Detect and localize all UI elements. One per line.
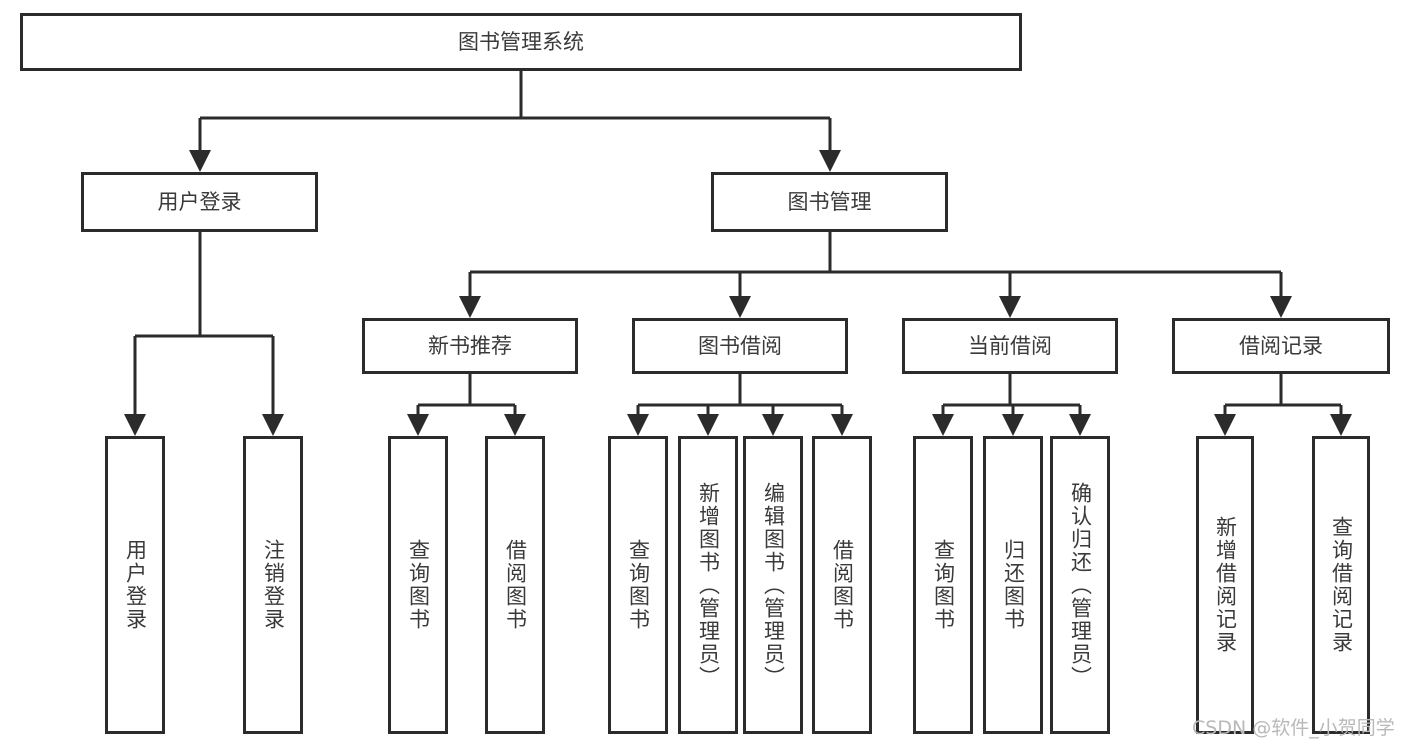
arrow-head-icon bbox=[1214, 414, 1236, 436]
connector-layer bbox=[124, 71, 1352, 436]
arrow-head-icon bbox=[762, 414, 784, 436]
node-box-borrow-borrow-book[interactable] bbox=[812, 436, 872, 734]
connector-book-manage-to-children bbox=[459, 232, 1292, 318]
node-box-record-add[interactable] bbox=[1196, 436, 1254, 734]
node-box-user-login-do[interactable] bbox=[105, 436, 165, 734]
arrow-head-icon bbox=[627, 414, 649, 436]
node-box-record-query[interactable] bbox=[1312, 436, 1370, 734]
arrow-head-icon bbox=[831, 414, 853, 436]
node-label-current-borrow: 当前借阅 bbox=[968, 334, 1052, 358]
arrow-head-icon bbox=[124, 414, 146, 436]
node-box-recommend-borrow-book[interactable] bbox=[485, 436, 545, 734]
node-box-layer bbox=[20, 13, 1390, 734]
node-box-current-query-book[interactable] bbox=[913, 436, 973, 734]
node-box-root[interactable] bbox=[20, 13, 1022, 71]
node-box-current-borrow[interactable] bbox=[902, 318, 1118, 374]
node-box-user-logout[interactable] bbox=[243, 436, 303, 734]
node-label-new-book-recommend: 新书推荐 bbox=[428, 334, 512, 358]
connector-current-to-children bbox=[932, 374, 1091, 436]
arrow-head-icon bbox=[697, 414, 719, 436]
node-label-user-login: 用户登录 bbox=[158, 190, 242, 214]
watermark-text: CSDN @软件_小贺同学 bbox=[1192, 717, 1395, 739]
node-box-borrow-edit-book[interactable] bbox=[743, 436, 803, 734]
arrow-head-icon bbox=[1069, 414, 1091, 436]
node-box-current-return-book[interactable] bbox=[983, 436, 1043, 734]
connector-borrow-to-children bbox=[627, 374, 853, 436]
arrow-head-icon bbox=[819, 150, 841, 172]
node-box-book-manage[interactable] bbox=[711, 172, 948, 232]
arrow-head-icon bbox=[1270, 296, 1292, 318]
arrow-head-icon bbox=[1002, 414, 1024, 436]
arrow-head-icon bbox=[189, 150, 211, 172]
connector-record-to-children bbox=[1214, 374, 1352, 436]
node-box-user-login[interactable] bbox=[81, 172, 318, 232]
node-box-recommend-query-book[interactable] bbox=[388, 436, 448, 734]
node-box-borrow-add-book[interactable] bbox=[678, 436, 738, 734]
node-box-borrow-query-book[interactable] bbox=[608, 436, 668, 734]
node-label-borrow-record: 借阅记录 bbox=[1239, 334, 1323, 358]
node-box-borrow-record[interactable] bbox=[1172, 318, 1390, 374]
node-box-book-borrow[interactable] bbox=[632, 318, 848, 374]
arrow-head-icon bbox=[999, 296, 1021, 318]
node-label-book-manage: 图书管理 bbox=[788, 190, 872, 214]
node-label-root: 图书管理系统 bbox=[458, 30, 584, 54]
node-label-book-borrow: 图书借阅 bbox=[698, 334, 782, 358]
arrow-head-icon bbox=[262, 414, 284, 436]
node-box-current-confirm-return[interactable] bbox=[1050, 436, 1110, 734]
connector-root-to-level1 bbox=[189, 71, 841, 172]
connector-user-login-to-children bbox=[124, 232, 284, 436]
arrow-head-icon bbox=[459, 296, 481, 318]
arrow-head-icon bbox=[729, 296, 751, 318]
arrow-head-icon bbox=[407, 414, 429, 436]
connector-recommend-to-children bbox=[407, 374, 526, 436]
node-box-new-book-recommend[interactable] bbox=[362, 318, 578, 374]
arrow-head-icon bbox=[504, 414, 526, 436]
arrow-head-icon bbox=[1330, 414, 1352, 436]
arrow-head-icon bbox=[932, 414, 954, 436]
